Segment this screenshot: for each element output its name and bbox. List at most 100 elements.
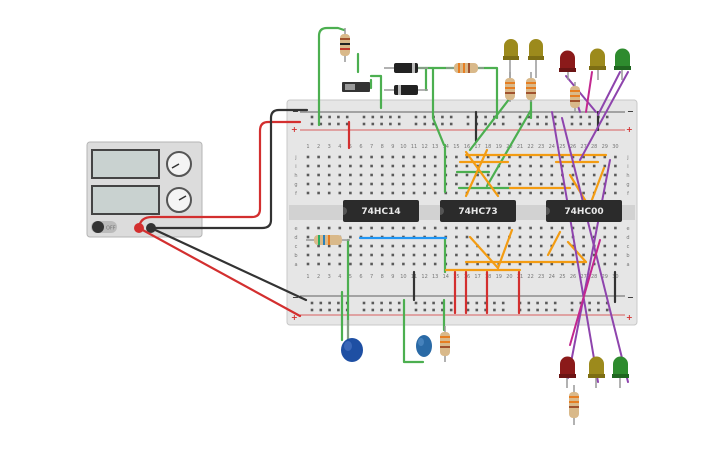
breadboard-hole[interactable] (370, 164, 373, 168)
breadboard-hole[interactable] (476, 235, 479, 239)
breadboard-hole[interactable] (518, 235, 522, 239)
breadboard-hole[interactable] (380, 115, 383, 119)
led-yellow-top-3[interactable] (589, 48, 606, 80)
breadboard-hole[interactable] (518, 115, 522, 119)
breadboard-hole[interactable] (371, 115, 375, 119)
breadboard-hole[interactable] (402, 262, 405, 266)
wire-purple-6[interactable] (561, 117, 629, 383)
breadboard-hole[interactable] (414, 122, 418, 126)
breadboard-hole[interactable] (501, 115, 505, 119)
breadboard-hole[interactable] (371, 308, 375, 312)
breadboard-hole[interactable] (561, 155, 564, 159)
breadboard-hole[interactable] (484, 301, 487, 305)
breadboard-hole[interactable] (571, 226, 575, 230)
breadboard-hole[interactable] (603, 155, 607, 159)
breadboard-hole[interactable] (402, 244, 405, 248)
breadboard-hole[interactable] (306, 235, 310, 239)
breadboard-hole[interactable] (527, 301, 531, 305)
breadboard-hole[interactable] (508, 226, 511, 230)
breadboard-hole[interactable] (518, 173, 522, 177)
breadboard-hole[interactable] (370, 182, 373, 186)
breadboard-hole[interactable] (570, 308, 574, 312)
breadboard-hole[interactable] (402, 226, 405, 230)
breadboard-hole[interactable] (539, 262, 543, 266)
ic-74hc14[interactable]: 74HC14 (343, 200, 419, 222)
breadboard-hole[interactable] (571, 182, 575, 186)
breadboard-hole[interactable] (389, 301, 392, 305)
led-red-bottom[interactable] (559, 356, 576, 388)
breadboard-hole[interactable] (455, 164, 458, 168)
wire-orange-13[interactable] (546, 230, 562, 257)
breadboard-hole[interactable] (614, 173, 617, 177)
breadboard-hole[interactable] (545, 301, 548, 305)
breadboard-hole[interactable] (397, 115, 401, 119)
breadboard-hole[interactable] (310, 301, 314, 305)
breadboard-hole[interactable] (588, 115, 591, 119)
breadboard-hole[interactable] (449, 301, 453, 305)
breadboard-hole[interactable] (441, 122, 444, 126)
breadboard-hole[interactable] (317, 262, 320, 266)
breadboard-hole[interactable] (508, 262, 511, 266)
breadboard-hole[interactable] (359, 191, 363, 195)
breadboard-hole[interactable] (550, 235, 554, 239)
wire-purple-3[interactable] (597, 71, 621, 116)
breadboard-hole[interactable] (423, 115, 427, 119)
breadboard-hole[interactable] (380, 301, 383, 305)
breadboard-hole[interactable] (391, 164, 395, 168)
breadboard-hole[interactable] (371, 122, 375, 126)
breadboard-hole[interactable] (582, 191, 585, 195)
wire-green-5[interactable] (369, 74, 383, 92)
breadboard-hole[interactable] (328, 122, 331, 126)
breadboard-hole[interactable] (362, 308, 366, 312)
breadboard-hole[interactable] (582, 155, 585, 159)
breadboard-hole[interactable] (380, 308, 383, 312)
breadboard-hole[interactable] (412, 191, 416, 195)
breadboard-hole[interactable] (338, 244, 342, 248)
led-yellow-top-1[interactable] (503, 39, 519, 78)
breadboard-hole[interactable] (349, 173, 352, 177)
breadboard-hole[interactable] (328, 115, 331, 119)
breadboard-hole[interactable] (319, 122, 323, 126)
breadboard-hole[interactable] (338, 182, 342, 186)
breadboard-hole[interactable] (433, 244, 437, 248)
breadboard-hole[interactable] (527, 308, 531, 312)
breadboard-hole[interactable] (317, 244, 320, 248)
resistor-bottom-led[interactable] (569, 385, 579, 425)
breadboard-hole[interactable] (306, 262, 310, 266)
breadboard-hole[interactable] (539, 191, 543, 195)
breadboard-hole[interactable] (614, 164, 617, 168)
wire-magenta-1[interactable] (585, 71, 593, 113)
breadboard-hole[interactable] (561, 226, 564, 230)
breadboard-hole[interactable] (529, 226, 532, 230)
breadboard-hole[interactable] (597, 301, 600, 305)
slide-switch[interactable] (342, 82, 370, 92)
breadboard-hole[interactable] (529, 253, 532, 257)
breadboard-hole[interactable] (414, 308, 418, 312)
breadboard-hole[interactable] (317, 191, 320, 195)
breadboard-hole[interactable] (550, 262, 554, 266)
breadboard-hole[interactable] (402, 155, 405, 159)
breadboard-hole[interactable] (545, 122, 548, 126)
breadboard-hole[interactable] (493, 301, 496, 305)
breadboard-hole[interactable] (465, 262, 469, 266)
led-green-bottom[interactable] (612, 356, 629, 388)
breadboard-hole[interactable] (501, 122, 505, 126)
breadboard-hole[interactable] (402, 182, 405, 186)
breadboard-hole[interactable] (486, 226, 490, 230)
breadboard-hole[interactable] (370, 191, 373, 195)
breadboard-hole[interactable] (571, 262, 575, 266)
breadboard-hole[interactable] (550, 191, 554, 195)
breadboard-hole[interactable] (327, 226, 331, 230)
breadboard-hole[interactable] (371, 301, 375, 305)
breadboard-hole[interactable] (518, 253, 522, 257)
breadboard-hole[interactable] (553, 301, 557, 305)
breadboard-hole[interactable] (508, 182, 511, 186)
breadboard-hole[interactable] (380, 191, 384, 195)
breadboard-hole[interactable] (391, 155, 395, 159)
diode-top[interactable] (384, 63, 428, 73)
breadboard-hole[interactable] (508, 164, 511, 168)
wire-purple-7[interactable] (567, 159, 611, 379)
breadboard-hole[interactable] (317, 173, 320, 177)
breadboard-hole[interactable] (370, 253, 373, 257)
breadboard-hole[interactable] (441, 308, 444, 312)
